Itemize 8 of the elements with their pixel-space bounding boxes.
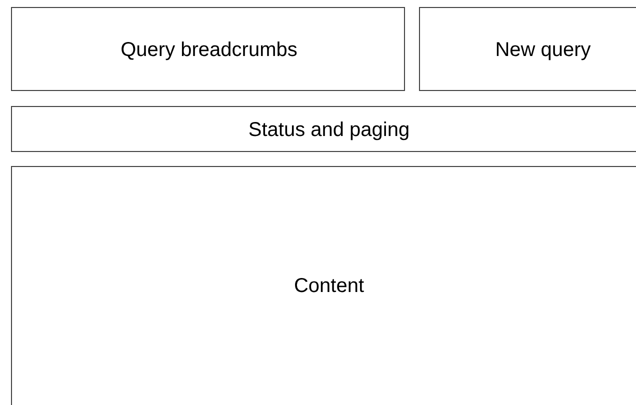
breadcrumbs-panel	[11, 7, 405, 91]
panel-label: New query	[495, 38, 591, 62]
panel-label: Query breadcrumbs	[120, 38, 298, 62]
status-bar	[11, 106, 636, 152]
panel-label: Status and paging	[248, 118, 410, 142]
content-panel	[11, 166, 636, 405]
new-query-panel	[419, 7, 636, 91]
panel-label: Content	[294, 274, 364, 298]
